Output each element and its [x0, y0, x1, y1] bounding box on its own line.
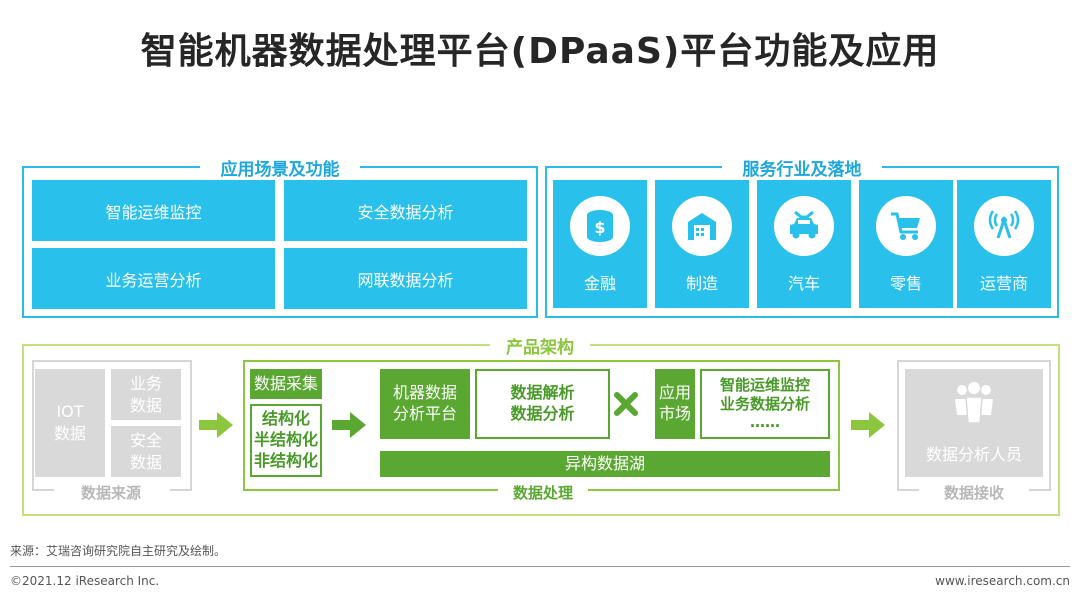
source-note: 来源：艾瑞咨询研究院自主研究及绘制。 [10, 544, 227, 558]
processing-frame [243, 360, 840, 490]
sources-caption: 数据来源 [56, 482, 166, 503]
architecture-heading: 产品架构 [490, 333, 590, 358]
data-lake-bar: 异构数据湖 [380, 451, 830, 477]
industry-finance: $ 金融 [553, 180, 647, 308]
industry-telecom: 运营商 [957, 180, 1051, 308]
arrow-right-icon [199, 412, 233, 438]
receiving-frame [897, 360, 1051, 490]
scenario-item: 安全数据分析 [284, 180, 527, 241]
receiving-caption: 数据接收 [919, 482, 1029, 503]
scenario-item: 业务运营分析 [32, 248, 275, 309]
car-icon [774, 196, 834, 256]
svg-text:$: $ [594, 218, 605, 237]
industry-label: 汽车 [787, 274, 820, 293]
arrow-right-icon [332, 412, 366, 438]
signal-tower-icon [974, 196, 1034, 256]
people-group-icon [955, 382, 993, 424]
scenarios-heading: 应用场景及功能 [200, 155, 360, 180]
applications-box: 智能运维监控 业务数据分析 …… [700, 369, 830, 439]
page-title: 智能机器数据处理平台(DPaaS)平台功能及应用 [140, 31, 940, 72]
footer-divider [10, 566, 1070, 567]
industry-manufacturing: 制造 [655, 180, 749, 308]
sources-frame [32, 360, 192, 490]
industry-label: 制造 [685, 274, 718, 293]
parse-analyze-box: 数据解析 数据分析 [475, 369, 610, 439]
industry-label: 运营商 [979, 274, 1028, 293]
source-iot: IOT 数据 [35, 369, 105, 477]
multiply-icon [614, 392, 638, 416]
website-link[interactable]: www.iresearch.com.cn [935, 574, 1070, 588]
processing-caption: 数据处理 [498, 482, 588, 503]
scenario-item: 网联数据分析 [284, 248, 527, 309]
app-market-box: 应用 市场 [655, 369, 695, 439]
analysts-box: 数据分析人员 [905, 369, 1043, 477]
industry-label: 金融 [583, 274, 616, 293]
analysts-label: 数据分析人员 [925, 445, 1022, 464]
source-business: 业务 数据 [111, 369, 181, 420]
factory-icon [672, 196, 732, 256]
scenario-item: 智能运维监控 [32, 180, 275, 241]
data-types-box: 结构化 半结构化 非结构化 [250, 404, 322, 477]
industry-label: 零售 [889, 274, 922, 293]
source-security: 安全 数据 [111, 426, 181, 477]
copyright: ©2021.12 iResearch Inc. [10, 574, 160, 588]
industry-automotive: 汽车 [757, 180, 851, 308]
analysis-platform-box: 机器数据 分析平台 [380, 369, 470, 439]
arrow-right-icon [851, 412, 885, 438]
coin-stack-icon: $ [570, 196, 630, 256]
data-collection-box: 数据采集 [250, 369, 322, 399]
industries-heading: 服务行业及落地 [722, 155, 882, 180]
industry-retail: 零售 [859, 180, 953, 308]
shopping-cart-icon [876, 196, 936, 256]
